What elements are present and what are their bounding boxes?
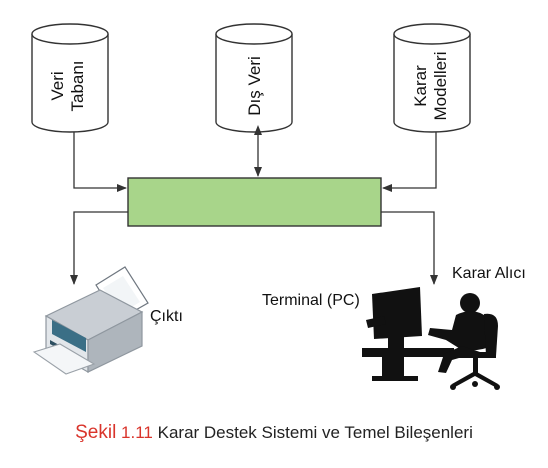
database-label-line2: Tabanı [68,60,87,111]
figure-word: Şekil [75,422,117,443]
external-data-cylinder: Dış Veri [215,23,293,133]
models-to-dss-arrow [382,132,437,192]
external-data-label: Dış Veri [245,56,264,116]
dss-to-printer-arrow [70,211,128,285]
computer-user-icon [362,287,500,390]
decision-models-cylinder: Karar Modelleri [393,23,471,133]
decision-models-label-line2: Modelleri [431,52,450,121]
figure-number: 1.11 [121,423,153,442]
database-cylinder: Veri Tabanı [31,23,109,133]
database-to-dss-arrow [73,132,127,192]
printer-icon [32,266,149,375]
dss-to-terminal-arrow [381,211,438,285]
database-label-line1: Veri [48,71,67,100]
printer-label: Çıktı [150,308,183,325]
dss-box [127,177,382,227]
figure-caption-text: Karar Destek Sistemi ve Temel Bileşenler… [157,423,473,442]
decision-models-label-line1: Karar [411,65,430,107]
terminal-label: Terminal (PC) [262,292,360,309]
figure-caption: Şekil 1.11 Karar Destek Sistemi ve Temel… [0,422,548,444]
decision-maker-label: Karar Alıcı [452,265,526,282]
